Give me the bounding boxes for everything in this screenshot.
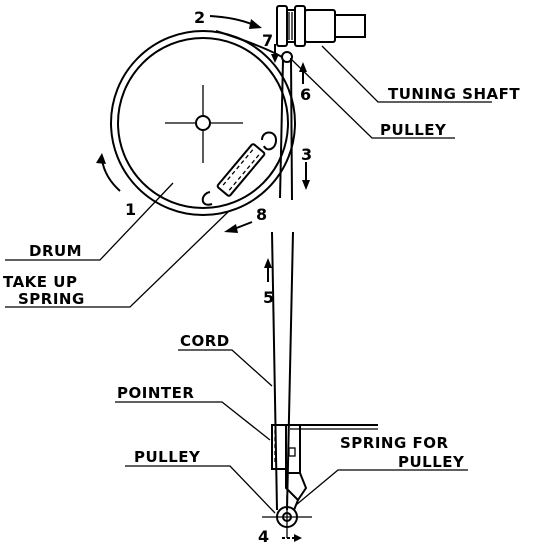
- label-pulley-bottom: PULLEY: [134, 448, 201, 466]
- label-tuning-shaft: TUNING SHAFT: [388, 85, 520, 103]
- step-number-2: 2: [194, 8, 206, 27]
- label-cord: CORD: [180, 332, 230, 350]
- dial-cord: [215, 30, 294, 511]
- step-number-1: 1: [125, 200, 137, 219]
- label-pointer: POINTER: [117, 384, 194, 402]
- label-take-up-line2: SPRING: [18, 290, 85, 308]
- step-number-5: 5: [263, 288, 275, 307]
- drum: [110, 30, 296, 216]
- label-take-up-line1: TAKE UP: [3, 273, 77, 291]
- step-number-6: 6: [300, 85, 312, 104]
- leader-lines: [5, 45, 492, 514]
- step-number-4: 4: [258, 527, 270, 545]
- label-spring-for-pulley-line2: PULLEY: [398, 453, 465, 471]
- step-number-7: 7: [262, 31, 274, 50]
- label-drum: DRUM: [29, 242, 82, 260]
- label-spring-for-pulley-line1: SPRING FOR: [340, 434, 449, 452]
- bottom-pulley: [262, 495, 312, 538]
- tuning-shaft: [276, 5, 366, 47]
- label-pulley-top: PULLEY: [380, 121, 447, 139]
- pointer: [271, 424, 378, 474]
- step-number-8: 8: [256, 205, 268, 224]
- step-arrows: [96, 15, 310, 542]
- step-number-3: 3: [301, 145, 313, 164]
- take-up-spring: [201, 131, 278, 206]
